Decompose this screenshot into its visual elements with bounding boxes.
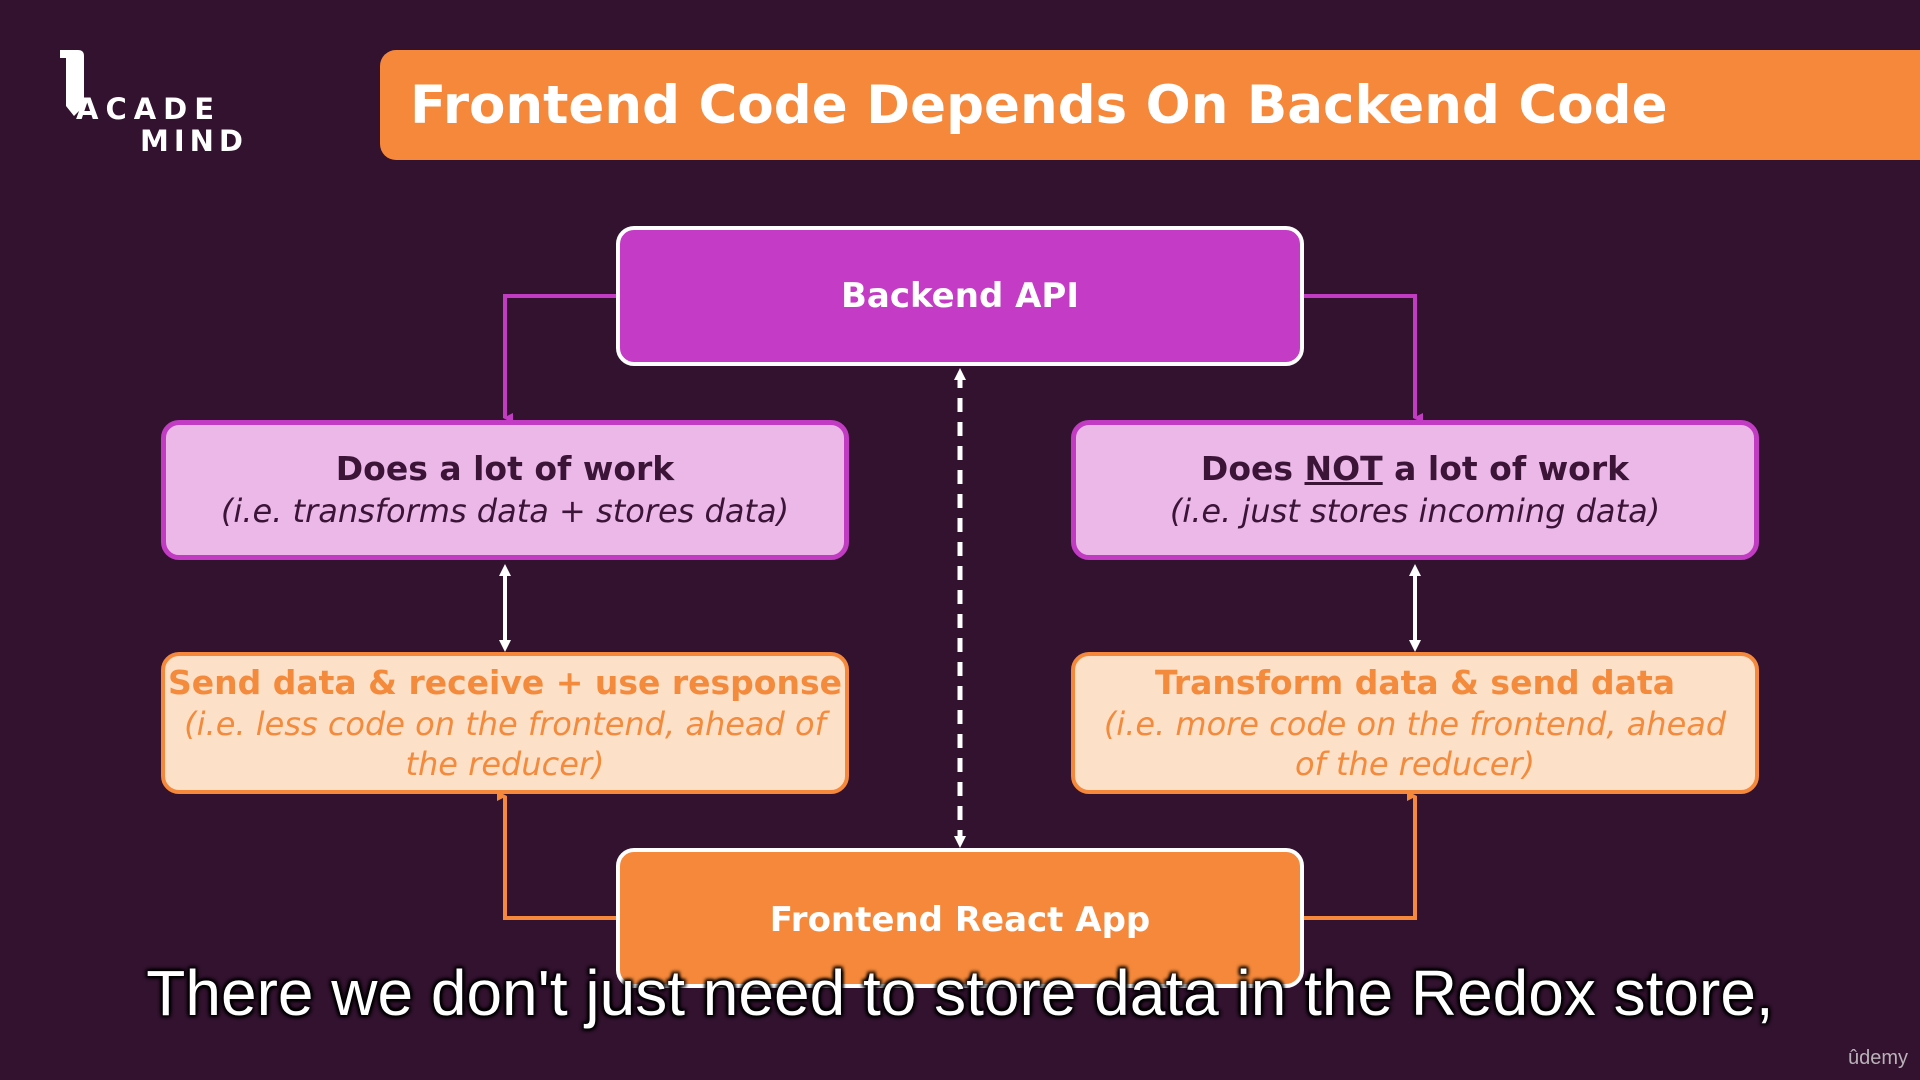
node-transform-send: Transform data & send data (i.e. more co… bbox=[1071, 652, 1759, 794]
connector-frontend-to-right bbox=[1304, 791, 1417, 920]
node-title: Does NOT a lot of work bbox=[1201, 448, 1629, 490]
node-does-lot-of-work: Does a lot of work (i.e. transforms data… bbox=[161, 420, 849, 560]
node-send-receive: Send data & receive + use response (i.e.… bbox=[161, 652, 849, 794]
connector-backend-to-left bbox=[503, 294, 616, 423]
frontend-react-app-label: Frontend React App bbox=[769, 900, 1151, 940]
node-subtitle: (i.e. just stores incoming data) bbox=[1169, 492, 1661, 530]
node-title: Transform data & send data bbox=[1155, 663, 1675, 702]
node-subtitle: (i.e. more code on the frontend, ahead o… bbox=[1103, 705, 1727, 783]
backend-api-node: Backend API bbox=[616, 226, 1304, 366]
node-subtitle: (i.e. less code on the frontend, ahead o… bbox=[184, 705, 826, 783]
connector-backend-to-right bbox=[1304, 294, 1423, 423]
connector-frontend-to-left bbox=[497, 791, 616, 920]
node-title: Send data & receive + use response bbox=[168, 663, 842, 702]
node-does-not-lot-of-work: Does NOT a lot of work (i.e. just stores… bbox=[1071, 420, 1759, 560]
title-banner: Frontend Code Depends On Backend Code bbox=[380, 50, 1920, 160]
node-subtitle: (i.e. transforms data + stores data) bbox=[220, 492, 790, 530]
backend-api-label: Backend API bbox=[840, 276, 1080, 316]
logo-text-line1: ACADE bbox=[76, 92, 222, 126]
logo-mark-icon bbox=[60, 50, 84, 116]
logo-text-line2: MIND bbox=[140, 124, 248, 158]
frontend-react-app-node: Frontend React App bbox=[616, 848, 1304, 988]
subtitle-caption: There we don't just need to store data i… bbox=[146, 957, 1774, 1029]
title-prefix: Does bbox=[1200, 449, 1305, 488]
title-suffix: a lot of work bbox=[1382, 449, 1630, 488]
udemy-watermark: ûdemy bbox=[1847, 1047, 1908, 1069]
node-title: Does a lot of work bbox=[335, 449, 675, 488]
title-emphasis: NOT bbox=[1304, 449, 1383, 488]
slide-title: Frontend Code Depends On Backend Code bbox=[410, 74, 1668, 136]
academind-logo: ACADE MIND bbox=[50, 44, 250, 164]
